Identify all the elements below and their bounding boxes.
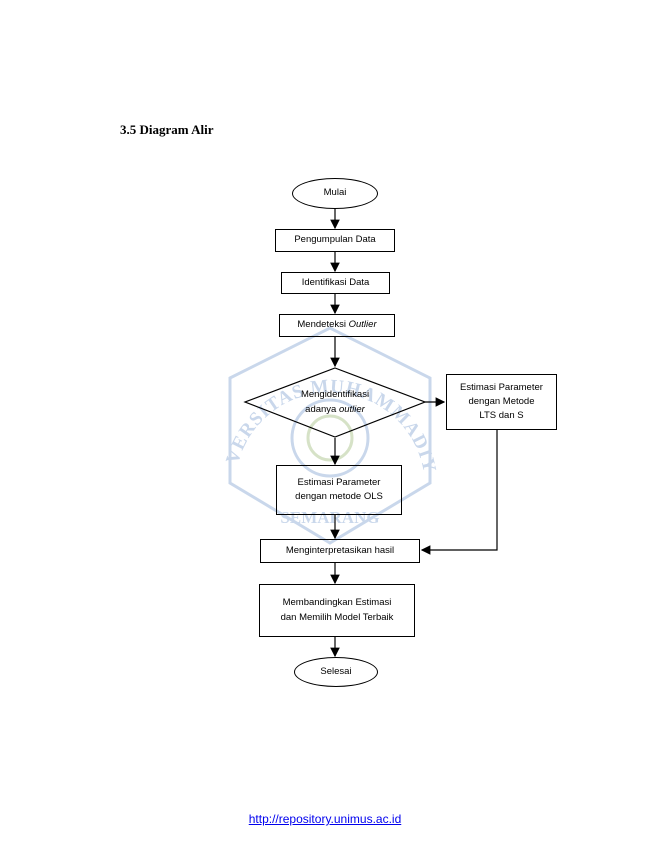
decision-line-2: adanya outlier [305, 403, 365, 415]
step-interpret-results: Menginterpretasikan hasil [260, 539, 420, 563]
step-data-collection: Pengumpulan Data [275, 229, 395, 252]
decision-diamond [243, 367, 427, 438]
interpret-label: Menginterpretasikan hasil [285, 544, 395, 556]
end-terminal: Selesai [294, 657, 378, 687]
detect-outlier-italic: Outlier [348, 319, 377, 331]
detect-outlier-prefix: Mendeteksi [297, 319, 346, 331]
repository-link[interactable]: http://repository.unimus.ac.id [248, 812, 402, 826]
arrow-right-to-interpret [420, 430, 498, 555]
step-estimate-ols: Estimasi Parameter dengan metode OLS [276, 465, 402, 515]
ols-line-1: Estimasi Parameter [297, 476, 381, 488]
compare-line-1: Membandingkan Estimasi [282, 597, 392, 609]
lts-line-3: LTS dan S [479, 410, 524, 422]
step-data-identification: Identifikasi Data [281, 272, 390, 294]
step-detect-outlier-label: Mendeteksi Outlier [297, 318, 376, 332]
start-terminal: Mulai [292, 178, 378, 209]
decision-line-1: Mengidentifikasi [300, 389, 370, 400]
end-label: Selesai [320, 665, 352, 677]
start-label: Mulai [323, 187, 347, 199]
step-data-identification-label: Identifikasi Data [301, 276, 370, 288]
lts-line-1: Estimasi Parameter [460, 381, 543, 393]
step-estimate-lts-s: Estimasi Parameter dengan Metode LTS dan… [446, 374, 557, 430]
section-heading: 3.5 Diagram Alir [120, 122, 214, 137]
compare-line-2: dan Memilih Model Terbaik [280, 611, 394, 623]
ols-line-2: dengan metode OLS [295, 491, 383, 502]
step-compare-models: Membandingkan Estimasi dan Memilih Model… [259, 584, 415, 637]
step-detect-outlier: Mendeteksi Outlier [279, 314, 395, 337]
lts-line-2: dengan Metode [468, 395, 535, 407]
step-data-collection-label: Pengumpulan Data [294, 234, 376, 246]
decision-label: Mengidentifikasi adanya outlier [275, 388, 395, 417]
